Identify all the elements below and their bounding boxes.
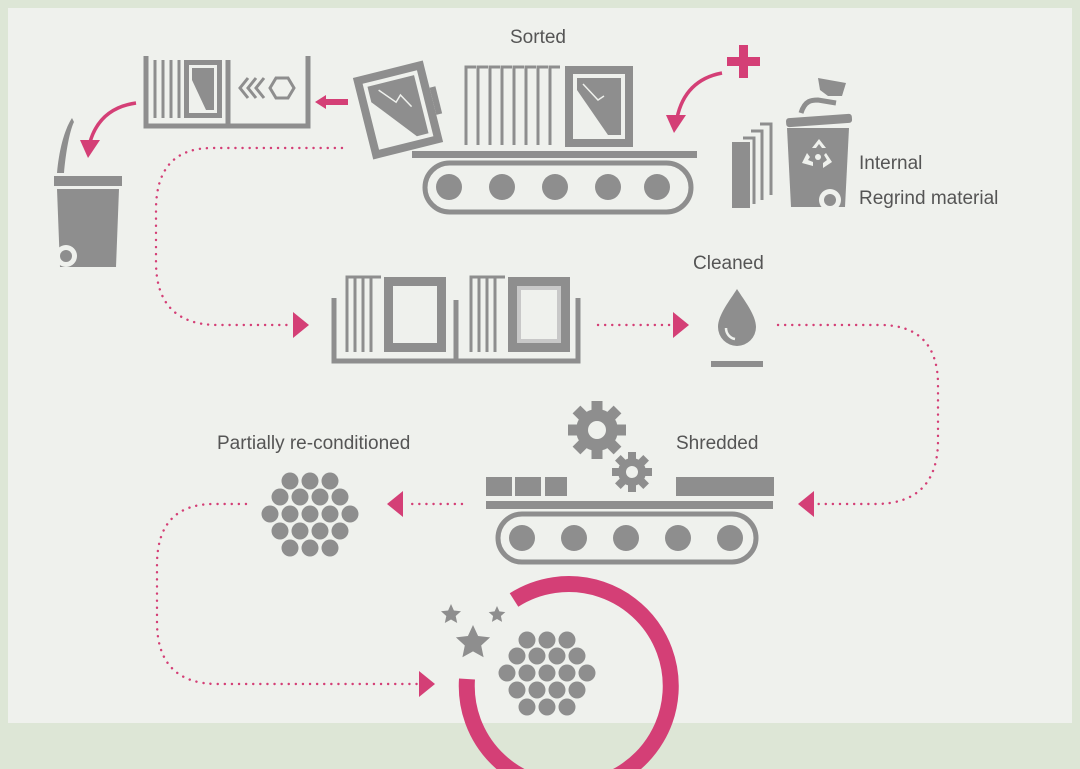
quality-ring bbox=[458, 576, 679, 723]
stars-icon bbox=[441, 604, 506, 658]
shred-conveyor-icon bbox=[486, 477, 774, 565]
label-shredded: Shredded bbox=[676, 433, 759, 454]
flow-path bbox=[154, 146, 940, 686]
label-internal: Internal bbox=[859, 153, 923, 174]
material-sheets-icon bbox=[732, 122, 773, 208]
broken-window-icon bbox=[352, 60, 444, 160]
plus-icon bbox=[727, 45, 760, 78]
curved-arrow-icon bbox=[80, 101, 137, 158]
water-drop-icon bbox=[711, 289, 763, 367]
window-frame-icon bbox=[565, 66, 633, 147]
label-sorted: Sorted bbox=[510, 27, 566, 48]
label-partially-reconditioned: Partially re-conditioned bbox=[217, 433, 411, 454]
pellets-icon bbox=[261, 472, 359, 557]
window-frames-stack-icon bbox=[464, 65, 560, 145]
arrow-left-icon bbox=[315, 95, 348, 109]
sort-conveyor-icon bbox=[412, 151, 697, 215]
waste-bin-icon bbox=[54, 118, 122, 267]
cleaning-tray-icon bbox=[331, 275, 581, 364]
flow-arrowheads bbox=[293, 312, 814, 697]
curved-arrow-icon bbox=[666, 71, 723, 133]
pellets-icon bbox=[498, 631, 596, 716]
label-regrind-material: Regrind material bbox=[859, 188, 999, 209]
sorting-bin-icon bbox=[143, 56, 311, 129]
recycle-bin-icon bbox=[786, 78, 853, 211]
label-cleaned: Cleaned bbox=[693, 253, 764, 274]
